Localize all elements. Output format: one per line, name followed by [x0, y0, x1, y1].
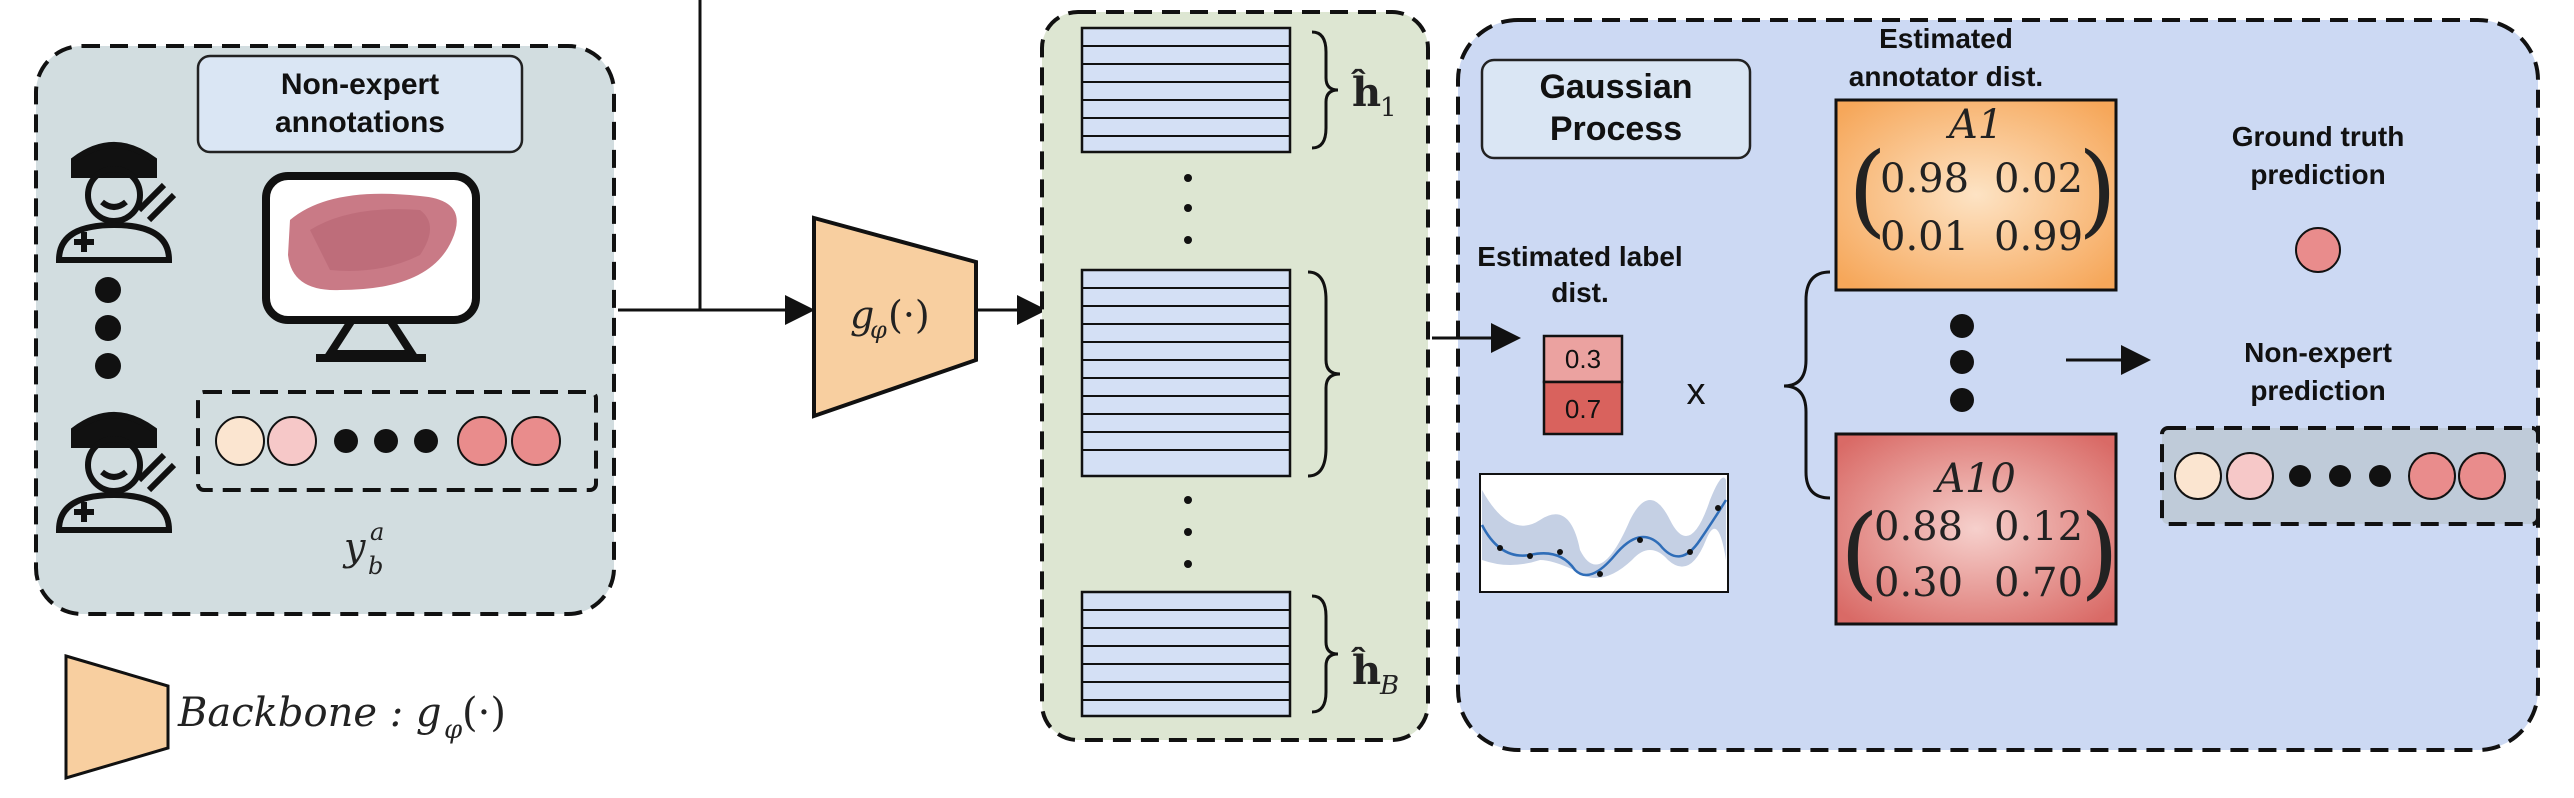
ellipsis-dot: [95, 315, 121, 341]
prediction-circle: [2226, 452, 2274, 500]
prediction-circle: [2408, 452, 2456, 500]
label-dist-cell-2: [1542, 380, 1624, 436]
embedding-block-1: [1080, 26, 1292, 154]
ellipsis-dot: [414, 429, 438, 453]
gp-title-box: [1480, 58, 1752, 160]
h1-sub: 1: [1380, 93, 1397, 123]
annotation-label-sup: a: [370, 518, 384, 546]
annotation-label-sub: b: [368, 552, 383, 580]
gaussian-process-panel: Gaussian Process Estimated label dist. 0…: [1432, 18, 2540, 752]
matrix-a1-v11: 0.98: [1880, 156, 1969, 202]
ellipsis-dot: [1184, 174, 1192, 182]
backbone-legend-sub: φ: [444, 715, 463, 745]
brace-mid: [1307, 270, 1341, 478]
matrix-a1-name: A1: [1945, 102, 2003, 148]
matrix-a10-v21: 0.30: [1874, 560, 1963, 606]
ellipsis-dot: [95, 353, 121, 379]
gp-plot: [1479, 473, 1729, 593]
ellipsis-dot: [374, 429, 398, 453]
annot-dist-title-line1: Estimated: [1879, 23, 2013, 54]
annotator-icon: [55, 412, 177, 533]
hB-sub: B: [1379, 671, 1399, 701]
big-brace: [1783, 270, 1831, 500]
annotation-label: y: [342, 525, 366, 569]
brace-hB: [1311, 594, 1339, 714]
ellipsis-dot: [334, 429, 358, 453]
matrix-a10-name: A10: [1932, 456, 2016, 502]
matrix-a1-v12: 0.02: [1994, 156, 2083, 202]
ellipsis-dot: [1184, 204, 1192, 212]
annotation-circle: [215, 416, 265, 466]
ellipsis-dot: [1184, 236, 1192, 244]
prediction-circle: [2458, 452, 2506, 500]
matrix-a1: A1 ( ) 0.98 0.02 0.01 0.99: [1834, 98, 2118, 292]
ellipsis-dot: [1184, 496, 1192, 504]
hB-label: ĥ: [1350, 647, 1381, 694]
gp-title-line1: Gaussian: [1539, 68, 1692, 106]
gt-title-line1: Ground truth: [2232, 121, 2405, 152]
backbone-legend-icon: [64, 653, 170, 781]
ellipsis-dot: [2369, 465, 2391, 487]
gp-title-line2: Process: [1550, 110, 1682, 148]
brace-h1: [1311, 30, 1339, 150]
ellipsis-dot: [1184, 528, 1192, 536]
annotation-circle: [457, 416, 507, 466]
annot-dist-title-line2: annotator dist.: [1849, 61, 2043, 92]
label-dist-title-line2: dist.: [1551, 277, 1609, 308]
backbone-symbol-sub: φ: [870, 316, 887, 344]
ellipsis-dot: [2329, 465, 2351, 487]
ne-title-line2: prediction: [2250, 375, 2385, 406]
matrix-a1-rparen: ): [2078, 131, 2117, 248]
matrix-a1-lparen: (: [1848, 131, 1887, 248]
monitor-with-tissue-icon: [262, 172, 480, 362]
ne-title-line1: Non-expert: [2244, 337, 2392, 368]
non-expert-title-line2: annotations: [275, 106, 445, 139]
ellipsis-dot: [1950, 314, 1974, 338]
backbone-symbol: g: [850, 293, 874, 337]
matrix-a10-v12: 0.12: [1994, 504, 2083, 550]
embedding-block-mid: [1080, 268, 1292, 478]
h1-label: ĥ: [1350, 69, 1381, 116]
backbone-legend-text: Backbone : g: [177, 690, 442, 736]
backbone-block: g φ (·): [812, 215, 978, 419]
matrix-a10-rparen: ): [2080, 493, 2119, 610]
annotation-circle: [511, 416, 561, 466]
ellipsis-dot: [1950, 350, 1974, 374]
ground-truth-circle: [2295, 227, 2341, 273]
annotation-circles-box: [196, 390, 598, 492]
matrix-a10-v22: 0.70: [1994, 560, 2083, 606]
non-expert-title-box: [196, 54, 524, 154]
label-dist-title-line1: Estimated label: [1477, 241, 1682, 272]
backbone-legend: Backbone : g φ (·): [64, 653, 506, 781]
prediction-circle: [2174, 452, 2222, 500]
annotator-icon: [55, 142, 177, 263]
annotation-circle: [267, 416, 317, 466]
multiply-symbol: x: [1687, 371, 1706, 413]
embeddings-panel: ĥ 1 ĥ B: [1040, 10, 1430, 742]
label-dist-value-2: 0.7: [1565, 394, 1601, 424]
embedding-block-B: [1080, 590, 1292, 718]
ellipsis-dot: [95, 277, 121, 303]
ellipsis-dot: [2289, 465, 2311, 487]
gt-title-line2: prediction: [2250, 159, 2385, 190]
matrix-a10-v11: 0.88: [1874, 504, 1963, 550]
matrix-a1-v21: 0.01: [1880, 214, 1969, 260]
non-expert-annotations-panel: Non-expert annotations: [34, 44, 616, 616]
non-expert-title-line1: Non-expert: [281, 68, 439, 101]
matrix-a10: A10 ( ) 0.88 0.12 0.30 0.70: [1834, 432, 2119, 626]
ellipsis-dot: [1184, 560, 1192, 568]
backbone-symbol-arg: (·): [888, 293, 930, 337]
matrix-a10-lparen: (: [1840, 493, 1879, 610]
ellipsis-dot: [1950, 388, 1974, 412]
backbone-legend-arg: (·): [462, 690, 506, 736]
label-dist-value-1: 0.3: [1565, 344, 1601, 374]
matrix-a1-v22: 0.99: [1994, 214, 2083, 260]
